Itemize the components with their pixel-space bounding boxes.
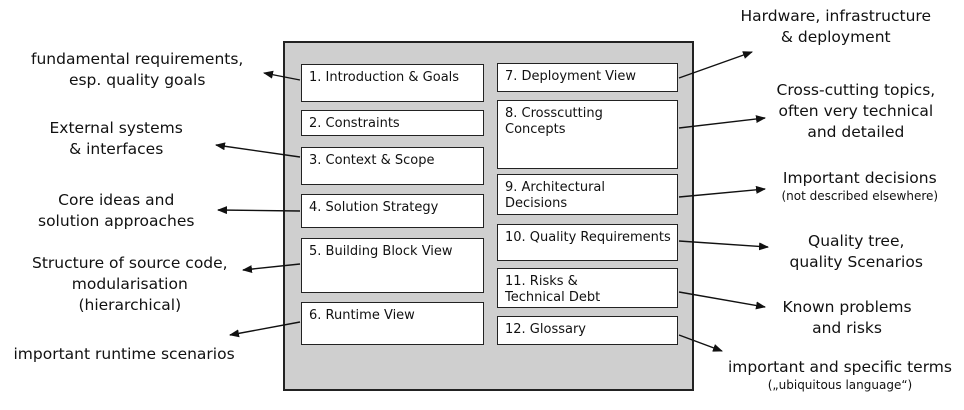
arrow-building [242,263,301,274]
section-box-strategy: 4. Solution Strategy [301,194,484,228]
arrow-glossary [678,334,723,352]
arrow-strategy [217,206,301,215]
annotation-crosscutting: Cross-cutting topics, often very technica… [777,80,936,143]
arrow-deployment [678,51,753,79]
annotation-line: Structure of source code, [32,254,228,272]
arrow-risks [678,291,766,310]
annotation-line: fundamental requirements, [31,50,244,68]
arrow-crosscutting [678,115,766,129]
annotation-line: Known problems [782,298,912,316]
arrow-intro [263,70,301,81]
annotation-runtime: important runtime scenarios [14,344,235,365]
annotation-context: External systems & interfaces [50,118,183,160]
annotation-line: and detailed [807,123,905,141]
section-box-building: 5. Building Block View [301,238,484,293]
annotation-line: Hardware, infrastructure [740,7,932,25]
arrow-quality [678,240,769,251]
annotation-decisions: Important decisions (not described elsewh… [782,168,939,204]
section-box-risks: 11. Risks & Technical Debt [497,268,678,308]
arrow-context [215,142,301,158]
section-box-intro: 1. Introduction & Goals [301,64,484,102]
annotation-line: quality Scenarios [789,253,923,271]
arrow-decisions [678,185,766,198]
section-box-glossary: 12. Glossary [497,316,678,345]
section-box-deployment: 7. Deployment View [497,63,678,92]
annotation-line: Cross-cutting topics, [776,81,936,99]
annotation-line: Quality tree, [808,232,905,250]
annotation-line: External systems [49,119,183,137]
annotation-building: Structure of source code, modularisation (… [32,253,228,316]
arrow-runtime [229,321,301,338]
annotation-line: & deployment [780,28,891,46]
annotation-intro: fundamental requirements, esp. quality go… [31,49,243,91]
annotation-line: solution approaches [38,212,195,230]
annotation-deployment: Hardware, infrastructure & deployment [741,6,932,48]
annotation-line: modularisation [71,275,188,293]
annotation-risks: Known problems and risks [783,297,912,339]
section-box-crosscutting: 8. Crosscutting Concepts [497,100,678,169]
annotation-quality: Quality tree, quality Scenarios [790,231,923,273]
section-box-context: 3. Context & Scope [301,147,484,185]
section-box-quality: 10. Quality Requirements [497,224,678,261]
section-box-constraints: 2. Constraints [301,110,484,136]
annotation-line: and risks [812,319,882,337]
annotation-line: often very technical [778,102,934,120]
annotation-line: (hierarchical) [78,296,182,314]
annotation-subtext: (not described elsewhere) [781,189,939,203]
annotation-subtext: („ubiquitous language“) [767,378,913,392]
section-box-runtime: 6. Runtime View [301,302,484,345]
annotation-strategy: Core ideas and solution approaches [38,190,194,232]
annotation-line: important runtime scenarios [13,345,235,363]
annotation-line: Core ideas and [58,191,175,209]
annotation-glossary: important and specific terms („ubiquitous… [728,357,952,393]
section-box-decisions: 9. Architectural Decisions [497,174,678,215]
annotation-line: important and specific terms [728,358,952,376]
annotation-line: Important decisions [782,169,937,187]
annotation-line: & interfaces [69,140,164,158]
annotation-line: esp. quality goals [68,71,206,89]
